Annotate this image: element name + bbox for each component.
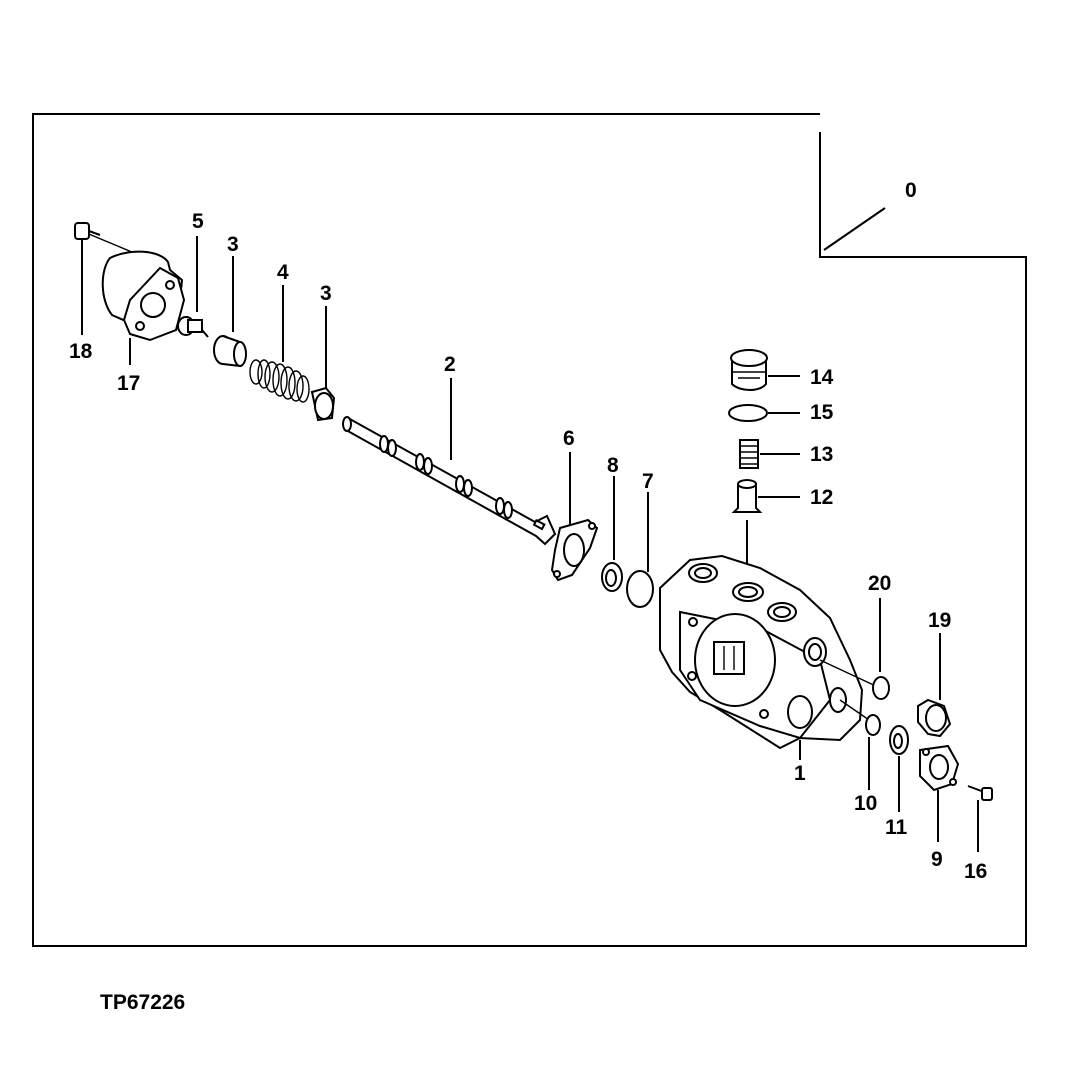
screw-18-part — [74, 222, 171, 335]
cap-17-part — [101, 250, 186, 365]
spring-seat-3-right-part — [310, 306, 336, 422]
callout-6: 6 — [563, 427, 575, 450]
plug-19-part — [917, 633, 952, 738]
plug-14-part — [730, 349, 800, 391]
plate-9-part — [919, 744, 960, 842]
callout-16: 16 — [964, 860, 987, 883]
callout-4: 4 — [277, 261, 289, 284]
stopper-bolt-5-part — [177, 236, 209, 338]
valve-body-1-part — [659, 554, 881, 760]
callout-0: 0 — [905, 179, 917, 202]
o-ring-20-part — [872, 598, 890, 700]
callout-12: 12 — [810, 486, 833, 509]
callout-20: 20 — [868, 572, 891, 595]
callout-14: 14 — [810, 366, 834, 389]
callout-10: 10 — [854, 792, 877, 815]
callout-7: 7 — [642, 470, 654, 493]
callout-8: 8 — [607, 454, 619, 477]
seal-11-part — [889, 725, 909, 812]
plug-o-ring-15-part — [728, 404, 800, 422]
callout-13: 13 — [810, 443, 833, 466]
callout-11: 11 — [885, 816, 908, 839]
callout-17: 17 — [117, 372, 140, 395]
callout-19: 19 — [928, 609, 951, 632]
poppet-12-part — [731, 479, 800, 590]
screw-16-part — [967, 785, 993, 852]
callout-18: 18 — [69, 340, 93, 363]
gasket-6-part — [550, 452, 599, 582]
diagram-frame — [32, 113, 1027, 947]
callout-15: 15 — [810, 401, 834, 424]
callout-3-left: 3 — [227, 233, 239, 256]
o-ring-7-part — [626, 492, 654, 608]
callout-1: 1 — [794, 762, 806, 785]
callout-3-right: 3 — [320, 282, 332, 305]
spring-seat-3-left-part — [213, 256, 247, 368]
spool-2-part — [342, 378, 557, 546]
spring-4-part — [249, 285, 310, 403]
callout-5: 5 — [192, 210, 204, 233]
callout-9: 9 — [931, 848, 943, 871]
assembly-leader — [823, 207, 886, 251]
figure-reference-code: TP67226 — [100, 991, 185, 1014]
seal-8-part — [601, 476, 623, 592]
o-ring-10-part — [865, 714, 881, 790]
callout-2: 2 — [444, 353, 456, 376]
poppet-spring-13-part — [739, 439, 800, 469]
